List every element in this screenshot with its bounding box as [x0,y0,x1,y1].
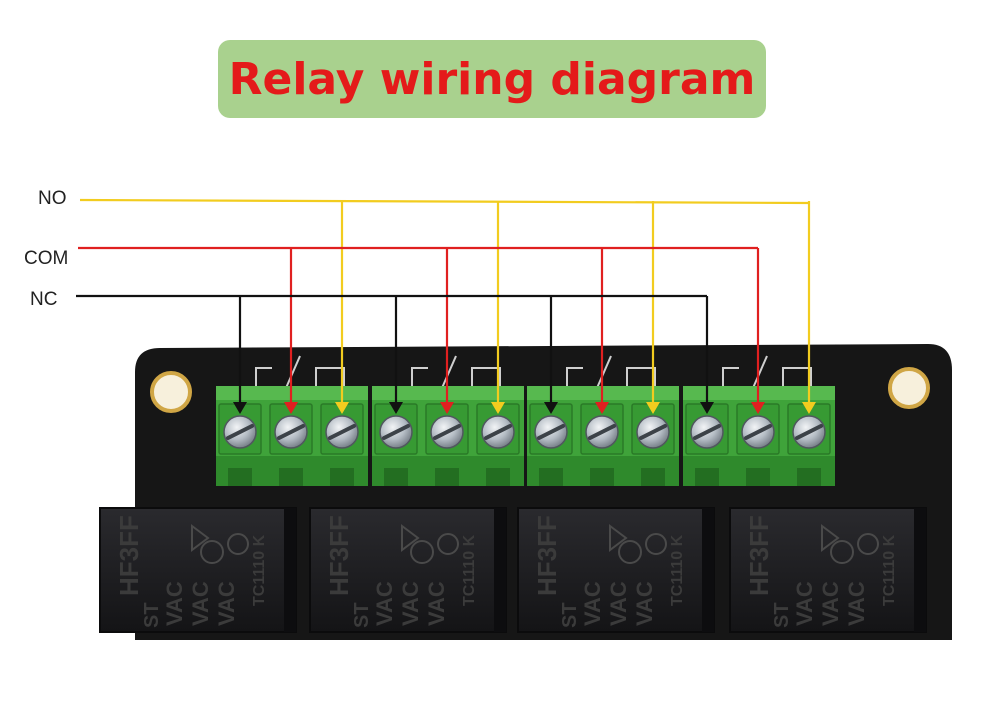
wire-arrow [751,402,765,414]
wire-arrow [802,402,816,414]
wire-arrow [389,402,403,414]
relay-rating-label: TC1110 K [461,534,478,606]
wire-bus-no [79,198,810,205]
wire-com [78,246,765,414]
relay-voltage-label: VAC [162,581,187,626]
certification-mark-icon [821,524,879,564]
relay-suffix-label: ST [141,602,163,628]
mounting-hole-icon [150,371,192,413]
terminal-block [683,386,835,486]
relay-voltage-label: VAC [188,581,213,626]
relay-model-label: HF3FF [744,515,774,596]
wire-label-no: NO [38,188,67,209]
relay-rating-label: TC1110 K [251,534,268,606]
relay-voltage-label: VAC [632,581,657,626]
terminal-block [372,386,524,486]
relay-voltage-label: VAC [398,581,423,626]
terminal-blocks [216,386,835,486]
relay-voltage-label: VAC [580,581,605,626]
wire-arrow [646,402,660,414]
relay-voltage-label: VAC [844,581,869,626]
wire-no [79,198,816,414]
relay-voltage-label: VAC [372,581,397,626]
certification-mark-icon [191,524,249,564]
title-banner: Relay wiring diagram [218,40,766,118]
relay-symbol-icon [255,355,345,389]
relay-model-label: HF3FF [324,515,354,596]
relay-voltage-label: VAC [424,581,449,626]
relay-symbol-icon [411,355,501,389]
wire-label-com: COM [24,248,68,269]
relay-suffix-label: ST [351,602,373,628]
wire-arrow [335,402,349,414]
relay-rating-label: TC1110 K [881,534,898,606]
relay-suffix-label: ST [771,602,793,628]
terminal-block [216,386,368,486]
wire-nc [76,294,714,414]
relay-body [729,507,927,633]
certification-mark-icon [609,524,667,564]
page-title: Relay wiring diagram [228,53,756,105]
relay-suffix-label: ST [559,602,581,628]
relay-voltage-label: VAC [214,581,239,626]
wire-label-nc: NC [30,289,57,310]
mounting-hole-icon [888,367,930,409]
wire-arrow [284,402,298,414]
wire-arrow [544,402,558,414]
wire-arrow [700,402,714,414]
wire-arrow [595,402,609,414]
relay-symbol-icon [722,355,812,389]
relay-rating-label: TC1110 K [669,534,686,606]
wires [76,198,816,414]
wire-arrow [233,402,247,414]
relay-model-label: HF3FF [114,515,144,596]
relay-body [517,507,715,633]
wire-arrow [440,402,454,414]
terminal-block [527,386,679,486]
relay-symbol-icon [566,355,656,389]
certification-mark-icon [401,524,459,564]
relay-voltage-label: VAC [818,581,843,626]
relay-model-label: HF3FF [532,515,562,596]
relay-voltage-label: VAC [792,581,817,626]
wire-labels: NO COM NC [24,188,68,310]
relay-voltage-label: VAC [606,581,631,626]
relay-body [309,507,507,633]
wire-arrow [491,402,505,414]
